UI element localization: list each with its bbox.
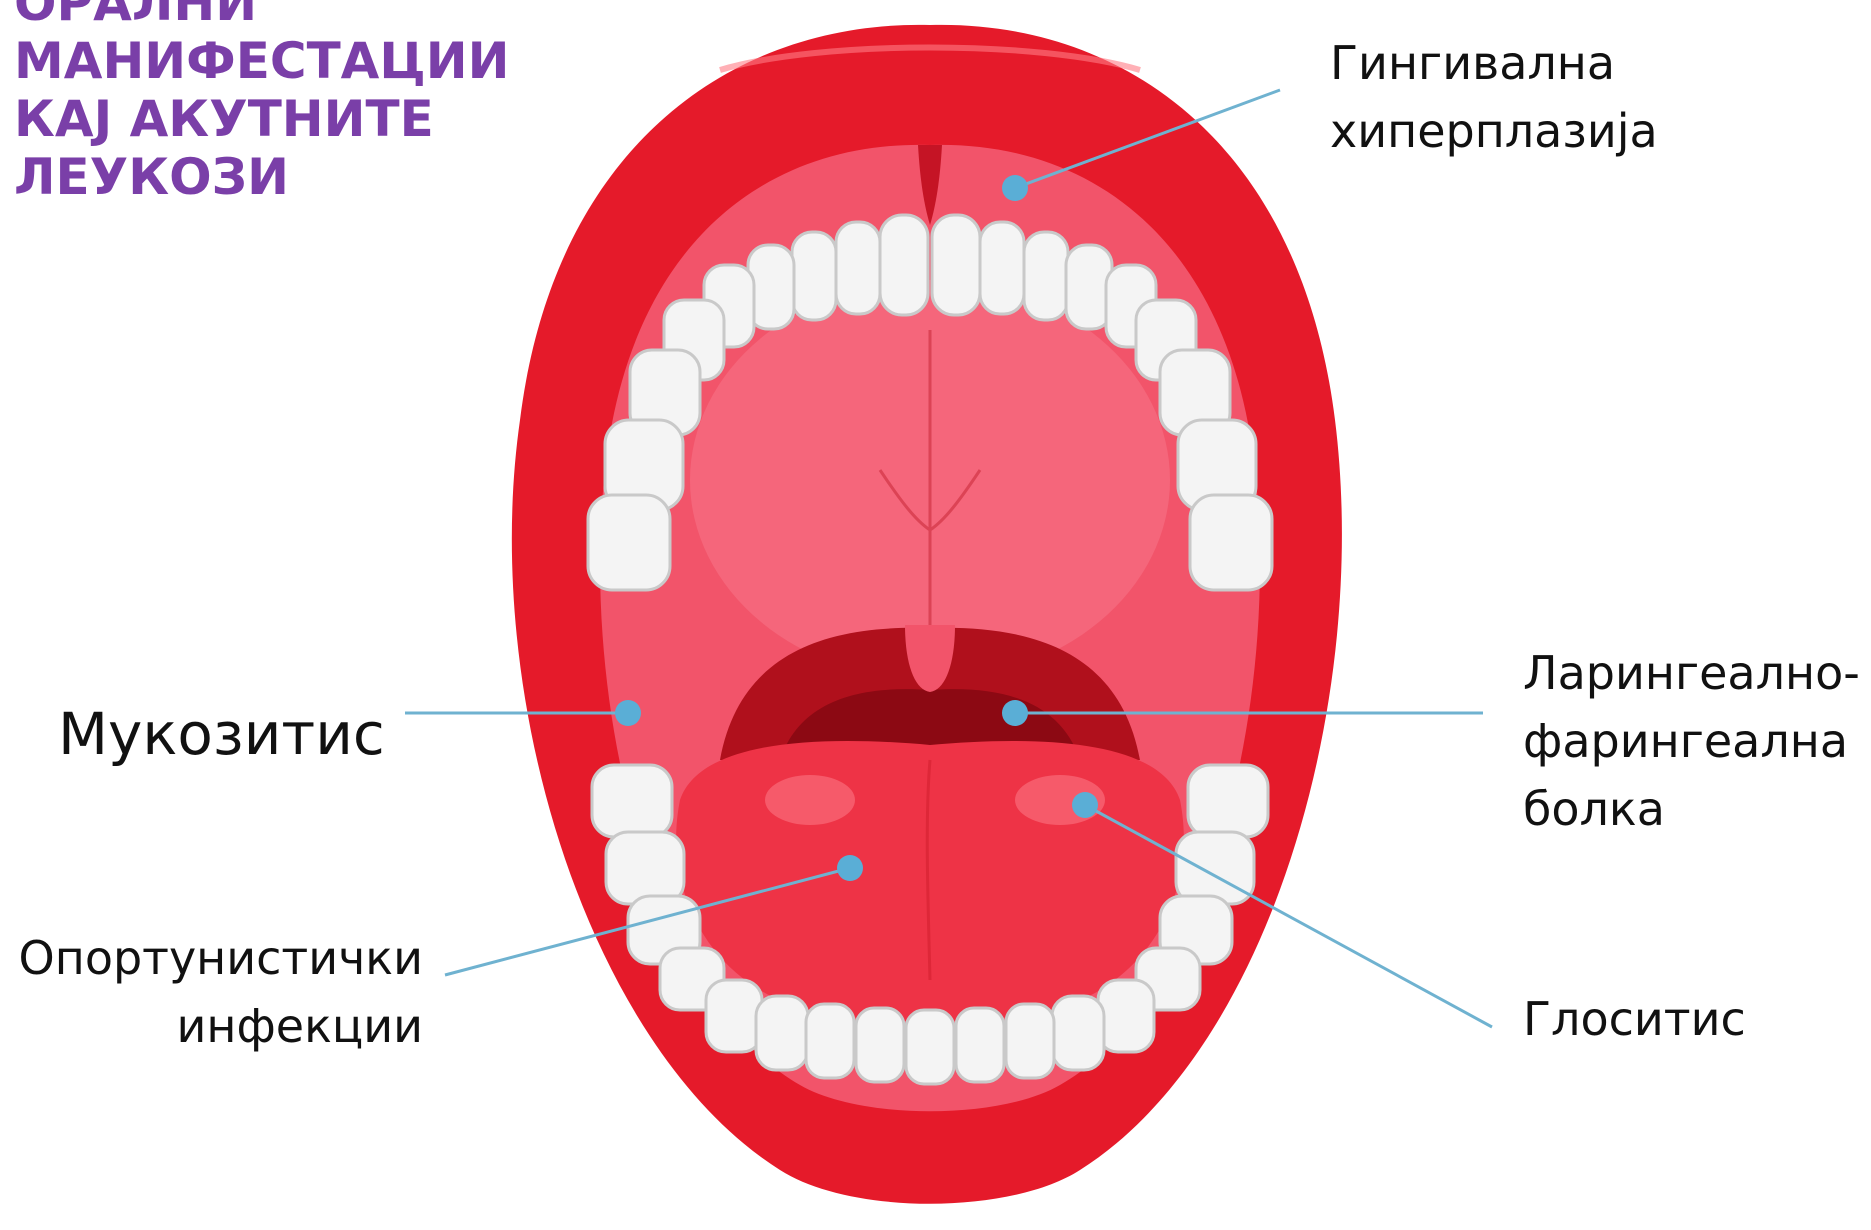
- label-laryngo-line-3: болка: [1523, 786, 1665, 832]
- marker-gingival: [1002, 175, 1028, 201]
- marker-glossitis: [1072, 792, 1098, 818]
- tooth: [792, 232, 836, 320]
- tooth: [1006, 1004, 1054, 1078]
- tooth: [1190, 495, 1272, 590]
- marker-mucositis: [615, 700, 641, 726]
- tooth: [880, 215, 928, 315]
- tooth: [980, 222, 1024, 314]
- label-opportunistic-line-1: Опортунистички: [19, 935, 423, 981]
- label-gingival-line-1: Гингивална: [1330, 40, 1615, 86]
- tooth: [932, 215, 980, 315]
- label-laryngo-line-2: фарингеална: [1523, 718, 1848, 764]
- label-opportunistic-line-2: инфекции: [177, 1003, 424, 1049]
- tooth: [906, 1010, 954, 1084]
- label-glossitis: Глоситис: [1523, 996, 1746, 1042]
- marker-laryngo: [1002, 700, 1028, 726]
- tooth: [806, 1004, 854, 1078]
- tooth: [856, 1008, 904, 1082]
- label-mucositis: Мукозитис: [58, 705, 385, 763]
- tooth: [588, 495, 670, 590]
- tooth: [1176, 832, 1254, 904]
- tooth: [1188, 765, 1268, 837]
- tongue-highlight-left: [765, 775, 855, 825]
- tooth: [1098, 980, 1154, 1052]
- label-gingival-line-2: хиперплазија: [1330, 108, 1658, 154]
- tooth: [592, 765, 672, 837]
- label-laryngo-line-1: Ларингеално-: [1523, 650, 1860, 696]
- tooth: [756, 996, 808, 1070]
- tooth: [956, 1008, 1004, 1082]
- tooth: [1024, 232, 1068, 320]
- tooth: [1052, 996, 1104, 1070]
- tooth: [706, 980, 762, 1052]
- tooth: [606, 832, 684, 904]
- tooth: [836, 222, 880, 314]
- marker-opportunistic: [837, 855, 863, 881]
